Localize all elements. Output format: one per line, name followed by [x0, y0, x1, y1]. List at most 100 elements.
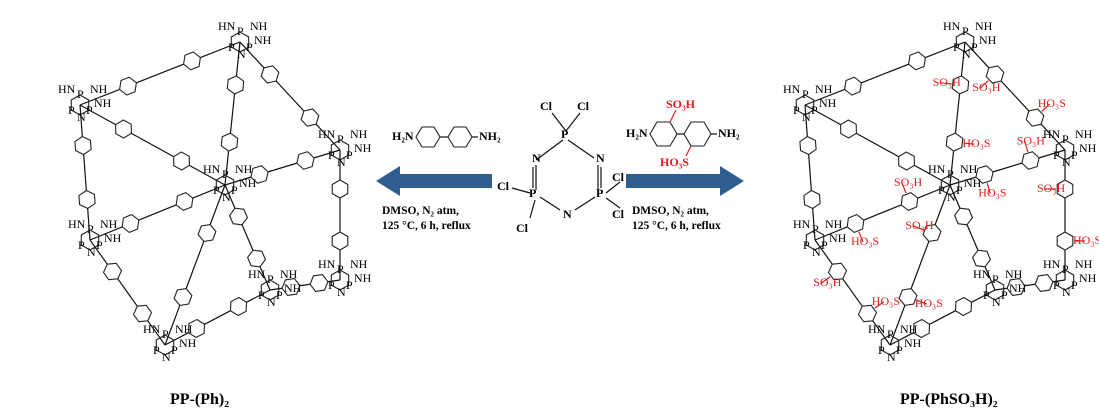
so3h-label: SO₃H	[813, 275, 842, 289]
p-atom: P	[956, 183, 963, 197]
p-atom: P	[162, 327, 169, 341]
nh-label: NH	[900, 322, 918, 336]
n-atom: N	[887, 350, 896, 364]
so3h-label: SO₃H	[933, 75, 962, 89]
p-atom: P	[896, 343, 903, 357]
right-node-0-phosphazene-ring	[955, 31, 975, 53]
nh-label: NH	[175, 322, 193, 336]
nh-label: NH	[104, 231, 122, 245]
p-atom: P	[96, 238, 103, 252]
nh-label: NH	[979, 33, 997, 47]
p-atom: P	[337, 262, 344, 276]
nh-label: NH	[354, 141, 372, 155]
hn-label: HN	[793, 217, 811, 231]
nh-label: NH	[1079, 141, 1097, 155]
p-atom: P	[258, 288, 265, 302]
n-atom: N	[962, 47, 971, 61]
nh-label: NH	[1005, 267, 1023, 281]
left-biphenyl-7-ring	[246, 249, 267, 268]
p-atom: P	[346, 278, 353, 292]
left-conditions-line-2: 125 °C, 6 h, reflux	[382, 220, 471, 232]
right-node-2-phosphazene-ring	[795, 94, 815, 116]
nh-label: NH	[975, 19, 993, 33]
hn-label: HN	[218, 19, 236, 33]
hn-label: HN	[143, 322, 161, 336]
hn-label: HN	[973, 267, 991, 281]
right-biphenyl-5-ring	[803, 189, 821, 210]
ho3s-label: HO₃S	[915, 296, 943, 310]
p-atom: P	[276, 288, 283, 302]
left-biphenyl-10-ring	[331, 179, 349, 199]
nh-label: NH	[815, 82, 833, 96]
left-biphenyl-5-ring	[74, 135, 92, 156]
right-biphenyl-7-ring	[953, 207, 974, 226]
p-atom: P	[802, 87, 809, 101]
nh-label: NH	[94, 96, 112, 110]
p-atom: P	[246, 40, 253, 54]
nh-label: NH	[904, 336, 922, 350]
center-cl-5: Cl	[612, 170, 625, 184]
p-atom: P	[237, 24, 244, 38]
left-biphenyl-11-ring	[281, 278, 301, 296]
n-atom: N	[812, 245, 821, 259]
left-product-label: PP-(Ph)₂	[170, 391, 229, 408]
p-atom: P	[812, 222, 819, 236]
p-atom: P	[811, 103, 818, 117]
left-biphenyl-0-ring	[300, 108, 320, 127]
center-p-left: P	[529, 186, 536, 200]
p-atom: P	[337, 132, 344, 146]
right-conditions-line-2: 125 °C, 6 h, reflux	[632, 220, 721, 232]
right-biphenyl-9-ring	[954, 296, 973, 317]
p-atom: P	[1071, 148, 1078, 162]
center-cl-1: Cl	[540, 99, 553, 113]
right-node-7-phosphazene-ring	[1055, 269, 1075, 291]
right-product-label: PP-(PhSO₃H)₂	[900, 391, 998, 408]
n-atom: N	[162, 350, 171, 364]
right-biphenyl-4-ring	[975, 165, 994, 184]
left-biphenyl-8-ring	[132, 304, 153, 323]
p-atom: P	[1053, 278, 1060, 292]
right-biphenyl-6-ring	[900, 191, 919, 212]
nh-label: NH	[90, 82, 108, 96]
nh-label: NH	[829, 231, 847, 245]
right-biphenyl-8-ring	[857, 304, 878, 323]
benzidine-reagent: H₂N NH₂	[392, 126, 501, 148]
right-node-1-phosphazene-ring	[1055, 139, 1075, 161]
left-node-5-phosphazene-ring	[260, 279, 280, 301]
hn-label: HN	[68, 217, 86, 231]
left-node-2-phosphazene-ring	[70, 94, 90, 116]
left-biphenyl-0-ring	[260, 65, 280, 84]
n-atom: N	[87, 245, 96, 259]
so3h-label: SO₃H	[972, 80, 1001, 94]
benzidine-ring-2	[447, 126, 473, 148]
p-atom: P	[153, 343, 160, 357]
ho3s-label: HO₃S	[1038, 96, 1066, 110]
nh-label: NH	[239, 176, 257, 190]
left-biphenyl-11-ring	[309, 274, 329, 292]
nh-label: NH	[254, 33, 272, 47]
p-atom: P	[213, 183, 220, 197]
sulfo-benzidine-nh2: NH₂	[718, 126, 740, 140]
p-atom: P	[947, 167, 954, 181]
p-atom: P	[992, 272, 999, 286]
p-atom: P	[953, 40, 960, 54]
left-biphenyl-9-ring	[187, 318, 206, 339]
hn-label: HN	[248, 267, 266, 281]
hn-label: HN	[203, 162, 221, 176]
p-atom: P	[962, 24, 969, 38]
p-atom: P	[222, 167, 229, 181]
right-node-6-phosphazene-ring	[880, 334, 900, 356]
so3h-label: SO₃H	[1037, 181, 1066, 195]
hn-label: HN	[318, 257, 336, 271]
center-cl-4: Cl	[516, 221, 529, 235]
benzidine-ring-1	[415, 126, 441, 148]
so3h-label: SO₃H	[894, 175, 923, 189]
sulfo-bottom-group: HO₃S	[660, 155, 689, 169]
nh-label: NH	[179, 336, 197, 350]
n-atom: N	[237, 47, 246, 61]
left-biphenyl-3-ring	[115, 119, 132, 139]
p-atom: P	[86, 103, 93, 117]
p-atom: P	[77, 87, 84, 101]
nh-label: NH	[960, 162, 978, 176]
